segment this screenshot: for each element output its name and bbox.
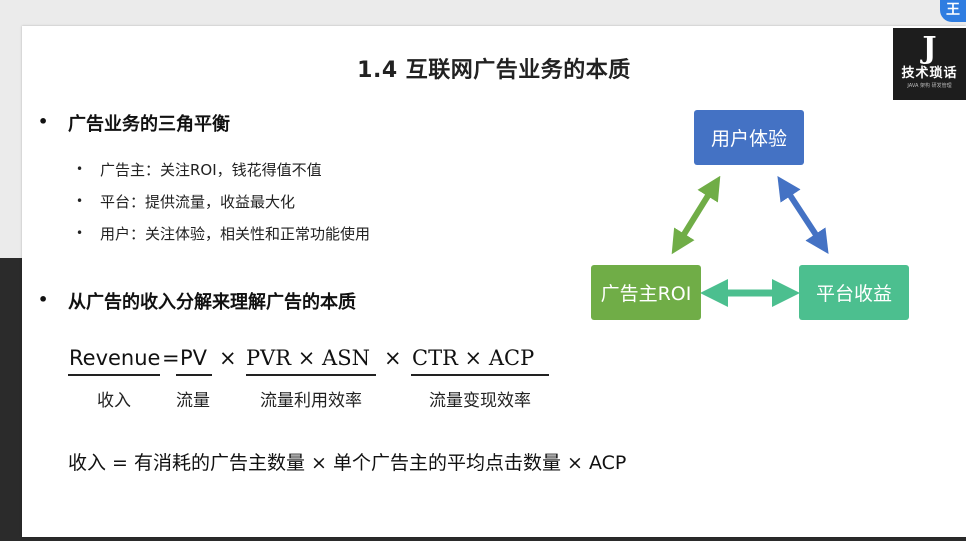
list-item: 平台：提供流量，收益最大化 xyxy=(100,193,296,211)
logo-name: 技术琐话 xyxy=(901,66,958,81)
label-revenue: 收入 xyxy=(97,391,131,411)
pvr-asn-underline xyxy=(246,374,376,376)
formula-times: × xyxy=(219,346,237,370)
ctr-acp-underline xyxy=(411,374,549,376)
node-platform-revenue: 平台收益 xyxy=(799,265,909,320)
arrow-user-advertiser xyxy=(671,175,721,255)
section2-bullet: • xyxy=(38,290,49,309)
list-bullet: • xyxy=(76,226,84,240)
user-badge[interactable]: 王 xyxy=(940,0,966,22)
slide-title: 1.4 互联网广告业务的本质 xyxy=(357,58,631,83)
formula-pvr-asn: PVR × ASN xyxy=(246,346,370,370)
slide: 1.4 互联网广告业务的本质 J 技术琐话 JAVA 架构 研发管理 • 广告业… xyxy=(22,26,966,537)
arrow-user-platform xyxy=(777,175,829,255)
list-item: 用户：关注体验，相关性和正常功能使用 xyxy=(100,225,371,243)
formula-times: × xyxy=(384,346,402,370)
logo: J 技术琐话 JAVA 架构 研发管理 xyxy=(893,28,966,100)
logo-mark: J xyxy=(922,31,937,66)
formula-pv: PV xyxy=(180,346,208,370)
logo-subtitle: JAVA 架构 研发管理 xyxy=(907,83,952,89)
list-item: 广告主：关注ROI，钱花得值不值 xyxy=(100,161,322,179)
label-ctr-acp: 流量变现效率 xyxy=(429,391,531,411)
label-pv: 流量 xyxy=(176,391,210,411)
node-advertiser-roi: 广告主ROI xyxy=(591,265,701,320)
diagram-arrows xyxy=(671,175,829,307)
revenue-underline xyxy=(68,374,160,376)
formula-revenue: Revenue xyxy=(69,346,161,370)
list-bullet: • xyxy=(76,162,84,176)
formula-ctr-acp: CTR × ACP xyxy=(412,346,535,370)
list-bullet: • xyxy=(76,194,84,208)
formula-advertiser-breakdown: 收入 = 有消耗的广告主数量 × 单个广告主的平均点击数量 × ACP xyxy=(68,452,627,474)
section1-bullet: • xyxy=(38,112,49,131)
section2-heading: 从广告的收入分解来理解广告的本质 xyxy=(68,292,356,313)
node-user-experience: 用户体验 xyxy=(694,110,804,165)
section1-heading: 广告业务的三角平衡 xyxy=(68,114,230,135)
formula-equals: = xyxy=(162,346,180,370)
label-pvr-asn: 流量利用效率 xyxy=(260,391,362,411)
pv-underline xyxy=(176,374,212,376)
